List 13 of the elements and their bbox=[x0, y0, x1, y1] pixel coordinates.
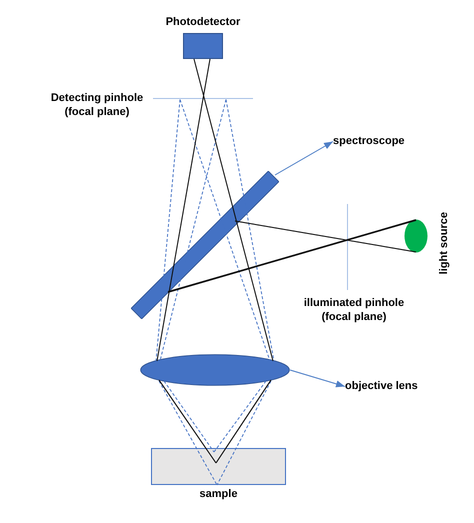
spectroscope-label: spectroscope bbox=[333, 134, 406, 149]
photodetector-label: Photodetector bbox=[166, 15, 240, 30]
objective-lens-label: objective lens bbox=[345, 379, 419, 394]
arrow bbox=[274, 141, 334, 176]
pinhole-label: illuminated pinhole (focal plane) bbox=[302, 296, 406, 324]
pinhole-line bbox=[153, 98, 253, 99]
pinhole-line bbox=[347, 204, 348, 290]
pinhole-label: Detecting pinhole (focal plane) bbox=[50, 91, 144, 119]
sample-label: sample bbox=[200, 487, 238, 502]
beam-splitter bbox=[131, 171, 279, 319]
arrow bbox=[290, 370, 346, 388]
light-source-label: light source bbox=[437, 212, 451, 274]
objective-lens bbox=[140, 354, 290, 386]
